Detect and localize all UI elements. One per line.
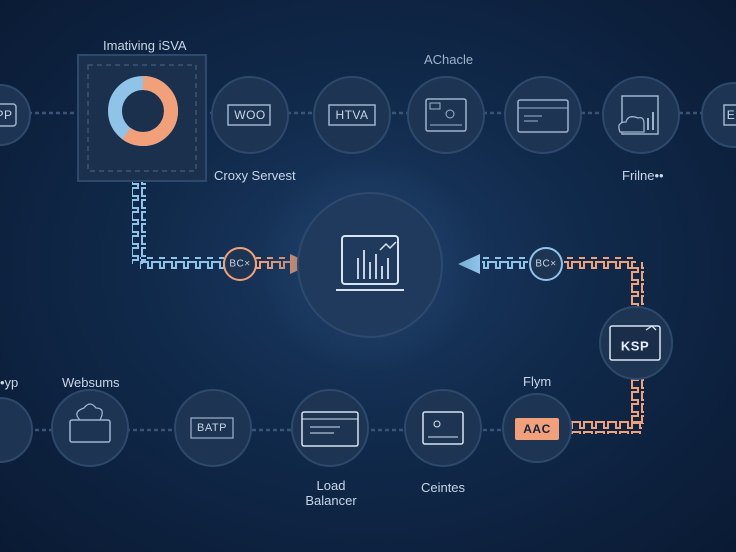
label-ceintes: Ceintes bbox=[420, 480, 466, 495]
node-websums bbox=[51, 389, 129, 467]
central-hub bbox=[260, 155, 480, 375]
node-bcx-right-text: BC× bbox=[535, 258, 557, 270]
node-ceintes bbox=[404, 389, 482, 467]
laptop-chart-icon bbox=[341, 235, 399, 285]
label-imativing: Imativing iSVA bbox=[103, 38, 187, 53]
node-batp-text: BATP bbox=[197, 422, 227, 434]
node-far-left-bottom bbox=[0, 397, 33, 463]
cloud-chart-icon bbox=[621, 95, 659, 135]
node-htva-text: HTVA bbox=[335, 108, 369, 122]
node-cloud-top bbox=[602, 76, 680, 154]
node-ksp-group bbox=[599, 306, 673, 380]
node-window-top bbox=[504, 76, 582, 154]
top-row-nodes bbox=[0, 54, 736, 182]
donut-orange-arc bbox=[108, 76, 178, 146]
node-far-left-top-text: PP bbox=[0, 108, 13, 122]
bottom-row-nodes bbox=[0, 389, 572, 467]
node-bcx-left-text: BC× bbox=[229, 258, 251, 270]
node-load-balancer bbox=[291, 389, 369, 467]
node-aac-text: AAC bbox=[523, 422, 551, 436]
node-ksp-text: KSP bbox=[620, 338, 650, 354]
node-batp bbox=[174, 389, 252, 467]
monitor-icon bbox=[425, 98, 467, 132]
label-flym: Flym bbox=[523, 374, 552, 389]
window-icon bbox=[517, 99, 569, 133]
label-balancer: Balancer bbox=[305, 493, 357, 508]
node-far-right-top bbox=[701, 82, 736, 148]
label-websums: Websums bbox=[62, 375, 120, 390]
label-load: Load bbox=[316, 478, 346, 493]
node-htva bbox=[313, 76, 391, 154]
node-woo-text: WOO bbox=[234, 108, 266, 122]
node-bcx-right bbox=[529, 247, 563, 281]
label-far-left: •yp bbox=[0, 375, 19, 390]
label-achacle: AChacle bbox=[424, 52, 474, 67]
chef-icon bbox=[69, 419, 111, 443]
label-proxy-server: Croxy Servest bbox=[214, 168, 296, 183]
node-bcx-left bbox=[223, 247, 257, 281]
node-far-right-top-text: E bbox=[726, 108, 736, 122]
node-far-left-top bbox=[0, 84, 31, 146]
donut-chart bbox=[108, 76, 178, 146]
screen-icon bbox=[422, 411, 464, 445]
analytics-panel bbox=[77, 54, 207, 182]
node-woo bbox=[211, 76, 289, 154]
document-icon bbox=[301, 411, 359, 447]
label-frilne: Frilne•• bbox=[622, 168, 664, 183]
